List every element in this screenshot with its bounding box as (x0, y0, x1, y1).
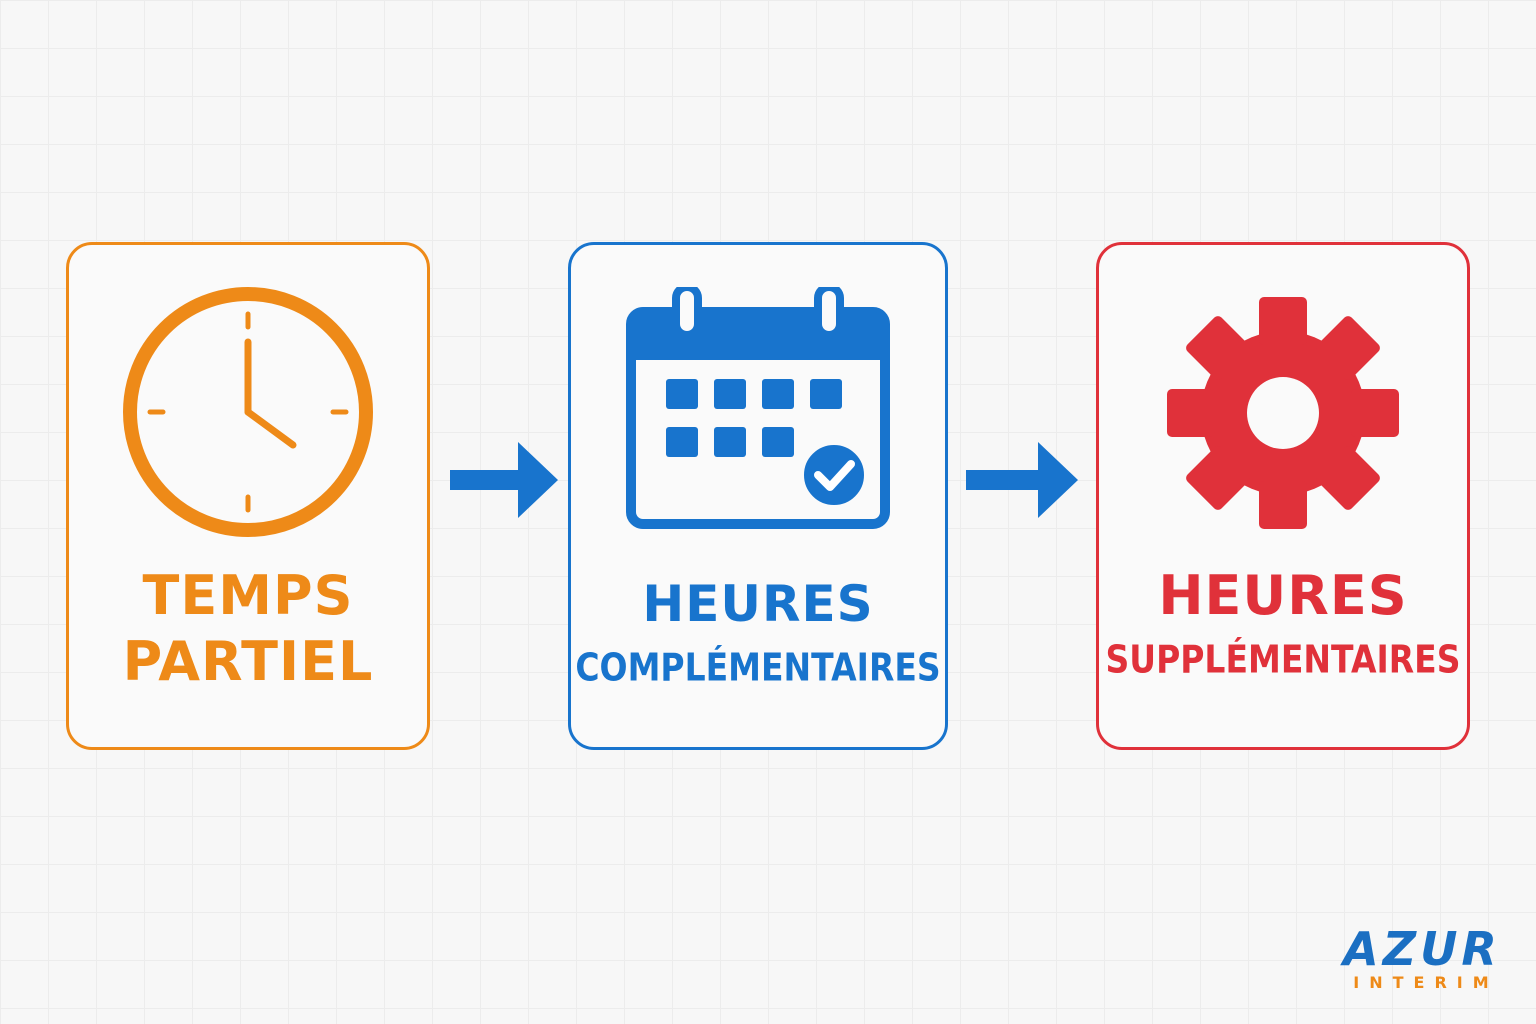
step-label-line1: TEMPS (142, 564, 354, 627)
step-label-line2: SUPPLÉMENTAIRES (1105, 637, 1461, 682)
arrow-right-icon (448, 440, 560, 524)
step-card-heures-supplementaires: HEURES SUPPLÉMENTAIRES (1096, 242, 1470, 750)
gear-icon (1165, 295, 1401, 535)
step-label: TEMPS PARTIEL (69, 569, 427, 689)
arrow-right-icon (964, 440, 1080, 524)
clock-icon (123, 287, 373, 541)
step-label: HEURES COMPLÉMENTAIRES (571, 575, 945, 690)
calendar-check-icon (626, 283, 890, 535)
step-label-line2: PARTIEL (122, 630, 374, 693)
azur-interim-logo: AZUR INTERIM (1322, 926, 1522, 992)
logo-main-text: AZUR (1343, 922, 1501, 976)
step-card-temps-partiel: TEMPS PARTIEL (66, 242, 430, 750)
step-label-line1: HEURES (642, 575, 874, 633)
step-label: HEURES SUPPLÉMENTAIRES (1099, 564, 1467, 682)
step-label-line2: COMPLÉMENTAIRES (575, 645, 941, 690)
step-card-heures-complementaires: HEURES COMPLÉMENTAIRES (568, 242, 948, 750)
logo-sub-text: INTERIM (1353, 973, 1499, 992)
step-label-line1: HEURES (1158, 564, 1408, 627)
